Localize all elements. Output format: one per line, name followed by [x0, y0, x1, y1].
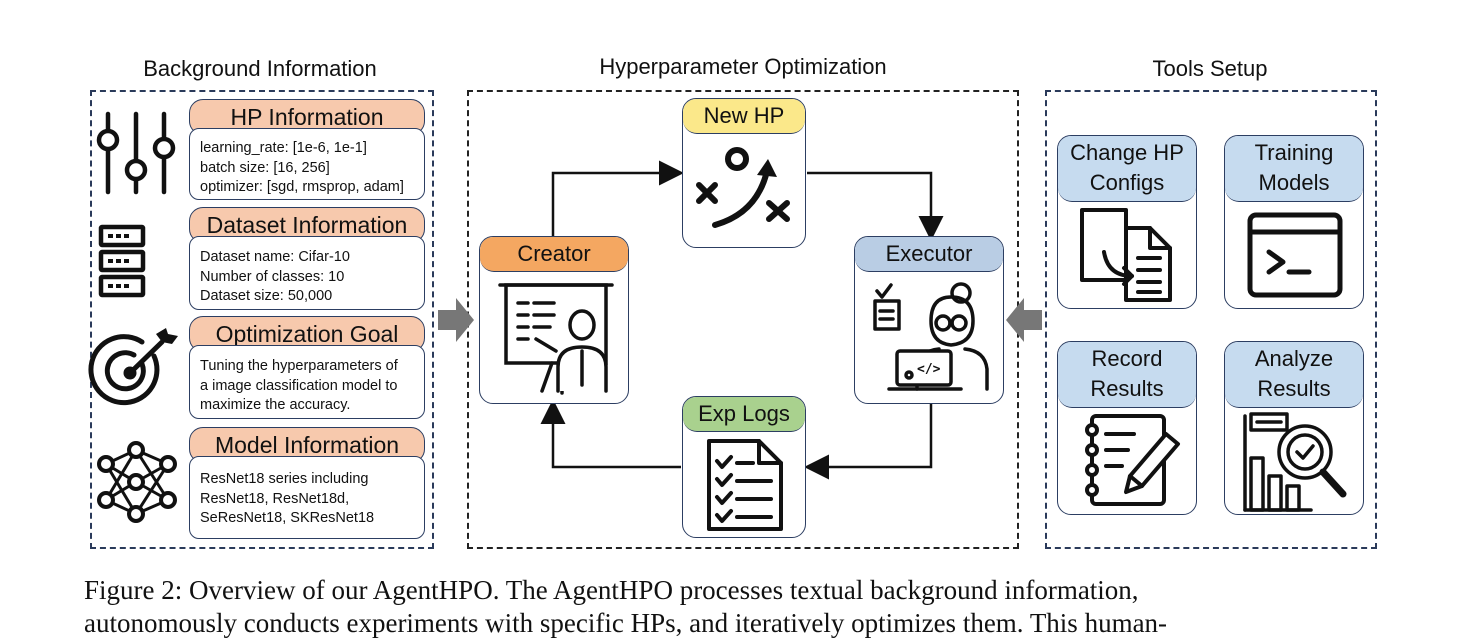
notebook-pencil-icon	[1085, 414, 1180, 506]
model-line: ResNet18 series including	[200, 471, 369, 487]
section-title-background: Background Information	[143, 56, 377, 81]
tool-label-line: Analyze	[1254, 346, 1334, 371]
dataset-information-card: Dataset name: Cifar-10 Number of classes…	[189, 236, 425, 310]
tools-frame	[1045, 90, 1377, 549]
hp-line: batch size: [16, 256]	[200, 159, 330, 176]
hpo-loop-arrows	[540, 160, 944, 480]
section-title-tools: Tools Setup	[1152, 56, 1268, 81]
target-icon	[88, 328, 178, 406]
dataset-line: Number of classes: 10	[200, 268, 345, 285]
goal-line: maximize the accuracy.	[200, 397, 351, 413]
new-hp-node: New HP	[682, 98, 806, 248]
tool-change-hp-label: Change HP Configs	[1058, 136, 1196, 202]
executor-label: Executor	[855, 237, 1003, 272]
background-frame	[90, 90, 434, 549]
tool-label-line: Change HP	[1070, 140, 1184, 165]
exp-logs-node: Exp Logs	[682, 396, 806, 538]
tool-training-models: Training Models	[1224, 135, 1364, 309]
tool-analyze-results: Analyze Results	[1224, 341, 1364, 515]
tool-label-line: Configs	[1089, 170, 1165, 195]
optimization-goal-card: Tuning the hyperparameters of a image cl…	[189, 345, 425, 419]
caption-line-1: Figure 2: Overview of our AgentHPO. The …	[84, 575, 1139, 605]
hp-line: learning_rate: [1e-6, 1e-1]	[200, 140, 367, 156]
tool-label-line: Results	[1257, 376, 1331, 401]
model-line: SeResNet18, SKResNet18	[200, 510, 375, 526]
figure-caption: Figure 2: Overview of our AgentHPO. The …	[84, 574, 1404, 640]
tool-label-line: Record	[1091, 346, 1163, 371]
tool-label-line: Results	[1090, 376, 1164, 401]
dataset-line: Dataset name: Cifar-10	[200, 249, 350, 265]
tool-record-label: Record Results	[1058, 342, 1196, 408]
model-line: ResNet18, ResNet18d,	[200, 490, 350, 507]
creator-label: Creator	[480, 237, 628, 272]
svg-text:</>: </>	[917, 362, 941, 377]
hp-information-card: learning_rate: [1e-6, 1e-1] batch size: …	[189, 128, 425, 200]
arrow-left-icon	[1006, 298, 1042, 342]
tool-label-line: Training	[1254, 140, 1334, 165]
tool-record-results: Record Results	[1057, 341, 1197, 515]
neural-network-icon	[97, 441, 177, 523]
goal-line: Tuning the hyperparameters of	[200, 358, 398, 374]
sliders-icon	[96, 111, 176, 195]
dataset-line: Dataset size: 50,000	[200, 288, 333, 304]
presenter-icon	[498, 283, 614, 395]
goal-line: a image classification model to	[200, 377, 398, 394]
terminal-icon	[1247, 212, 1343, 298]
exp-logs-label: Exp Logs	[683, 397, 805, 432]
developer-icon: </>	[873, 282, 989, 391]
section-title-hpo: Hyperparameter Optimization	[599, 54, 887, 79]
analytics-magnifier-icon	[1243, 412, 1347, 512]
tool-change-hp-configs: Change HP Configs	[1057, 135, 1197, 309]
executor-node: Executor </>	[854, 236, 1004, 404]
server-icon	[98, 224, 146, 298]
creator-node: Creator	[479, 236, 629, 404]
checklist-icon	[707, 439, 783, 531]
tool-analyze-label: Analyze Results	[1225, 342, 1363, 408]
model-information-card: ResNet18 series including ResNet18, ResN…	[189, 456, 425, 539]
tool-label-line: Models	[1258, 170, 1330, 195]
new-hp-label: New HP	[683, 99, 805, 134]
arrow-right-icon	[438, 298, 474, 342]
caption-line-2: autonomously conducts experiments with s…	[84, 608, 1168, 638]
hp-line: optimizer: [sgd, rmsprop, adam]	[200, 179, 404, 195]
strategy-play-icon	[696, 147, 790, 228]
tool-training-label: Training Models	[1225, 136, 1363, 202]
file-transfer-icon	[1080, 208, 1172, 302]
